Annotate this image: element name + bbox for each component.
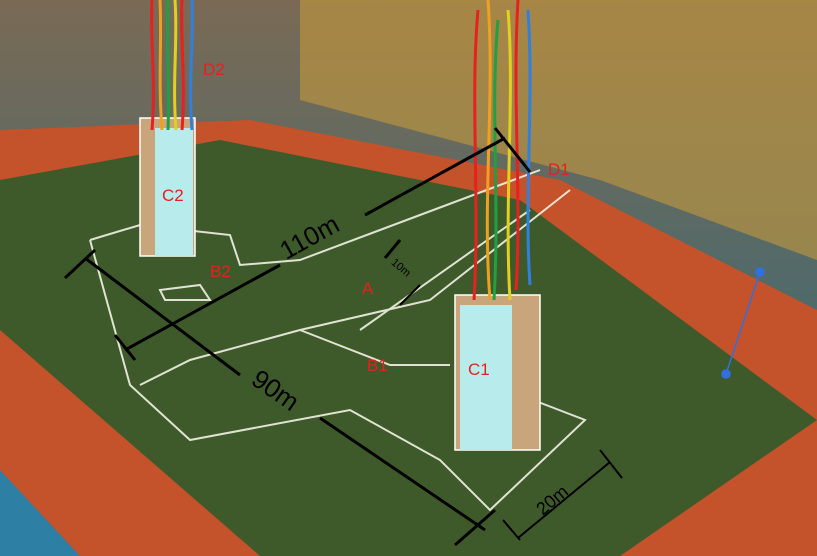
label-b2: B2: [210, 262, 231, 281]
seats-yellow: [300, 0, 817, 260]
column-c2: [139, 117, 196, 257]
dimension-lines: [63, 127, 623, 547]
label-b1: B1: [367, 356, 388, 375]
label-c1: C1: [468, 360, 490, 379]
blue-marker: [721, 267, 765, 379]
football-field: [0, 140, 817, 556]
cables-d1: [472, 0, 532, 301]
label-d2: D2: [203, 60, 225, 79]
label-d1: D1: [548, 160, 570, 179]
column-c1: [454, 294, 541, 451]
label-c2: C2: [162, 186, 184, 205]
label-a: A: [362, 279, 374, 298]
track-edge: [0, 470, 80, 556]
cables-d2: [150, 0, 194, 131]
